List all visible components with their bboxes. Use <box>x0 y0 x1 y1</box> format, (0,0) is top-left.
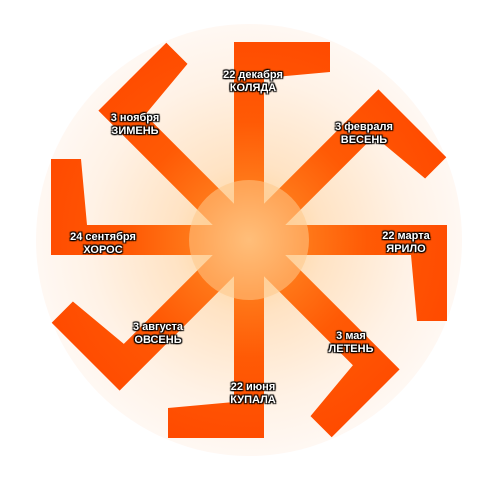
label-se-date: 3 мая <box>336 330 366 342</box>
label-s-name: КУПАЛА <box>230 394 276 406</box>
label-e-date: 22 марта <box>382 230 430 242</box>
label-n-date: 22 декабря <box>223 69 283 81</box>
label-sw-name: ОВСЕНЬ <box>134 334 182 346</box>
label-w-name: ХОРОС <box>83 244 123 256</box>
label-nw: 3 ноября ЗИМЕНЬ <box>75 112 195 138</box>
label-se: 3 мая ЛЕТЕНЬ <box>291 330 411 356</box>
label-s-date: 22 июня <box>230 381 276 393</box>
label-sw-date: 3 августа <box>132 321 184 333</box>
label-w-date: 24 сентября <box>70 231 136 243</box>
label-se-name: ЛЕТЕНЬ <box>328 343 374 355</box>
label-s: 22 июня КУПАЛА <box>193 381 313 407</box>
label-e-name: ЯРИЛО <box>386 243 426 255</box>
label-nw-name: ЗИМЕНЬ <box>111 125 159 137</box>
label-ne-name: ВЕСЕНЬ <box>340 134 388 146</box>
label-sw: 3 августа ОВСЕНЬ <box>98 321 218 347</box>
center-glow <box>189 180 309 300</box>
label-n: 22 декабря КОЛЯДА <box>193 69 313 95</box>
label-n-name: КОЛЯДА <box>229 82 277 94</box>
label-ne: 3 февраля ВЕСЕНЬ <box>304 121 424 147</box>
label-nw-date: 3 ноября <box>110 112 160 124</box>
label-ne-date: 3 февраля <box>335 121 393 133</box>
label-e: 22 марта ЯРИЛО <box>346 230 466 256</box>
label-w: 24 сентября ХОРОС <box>43 231 163 257</box>
